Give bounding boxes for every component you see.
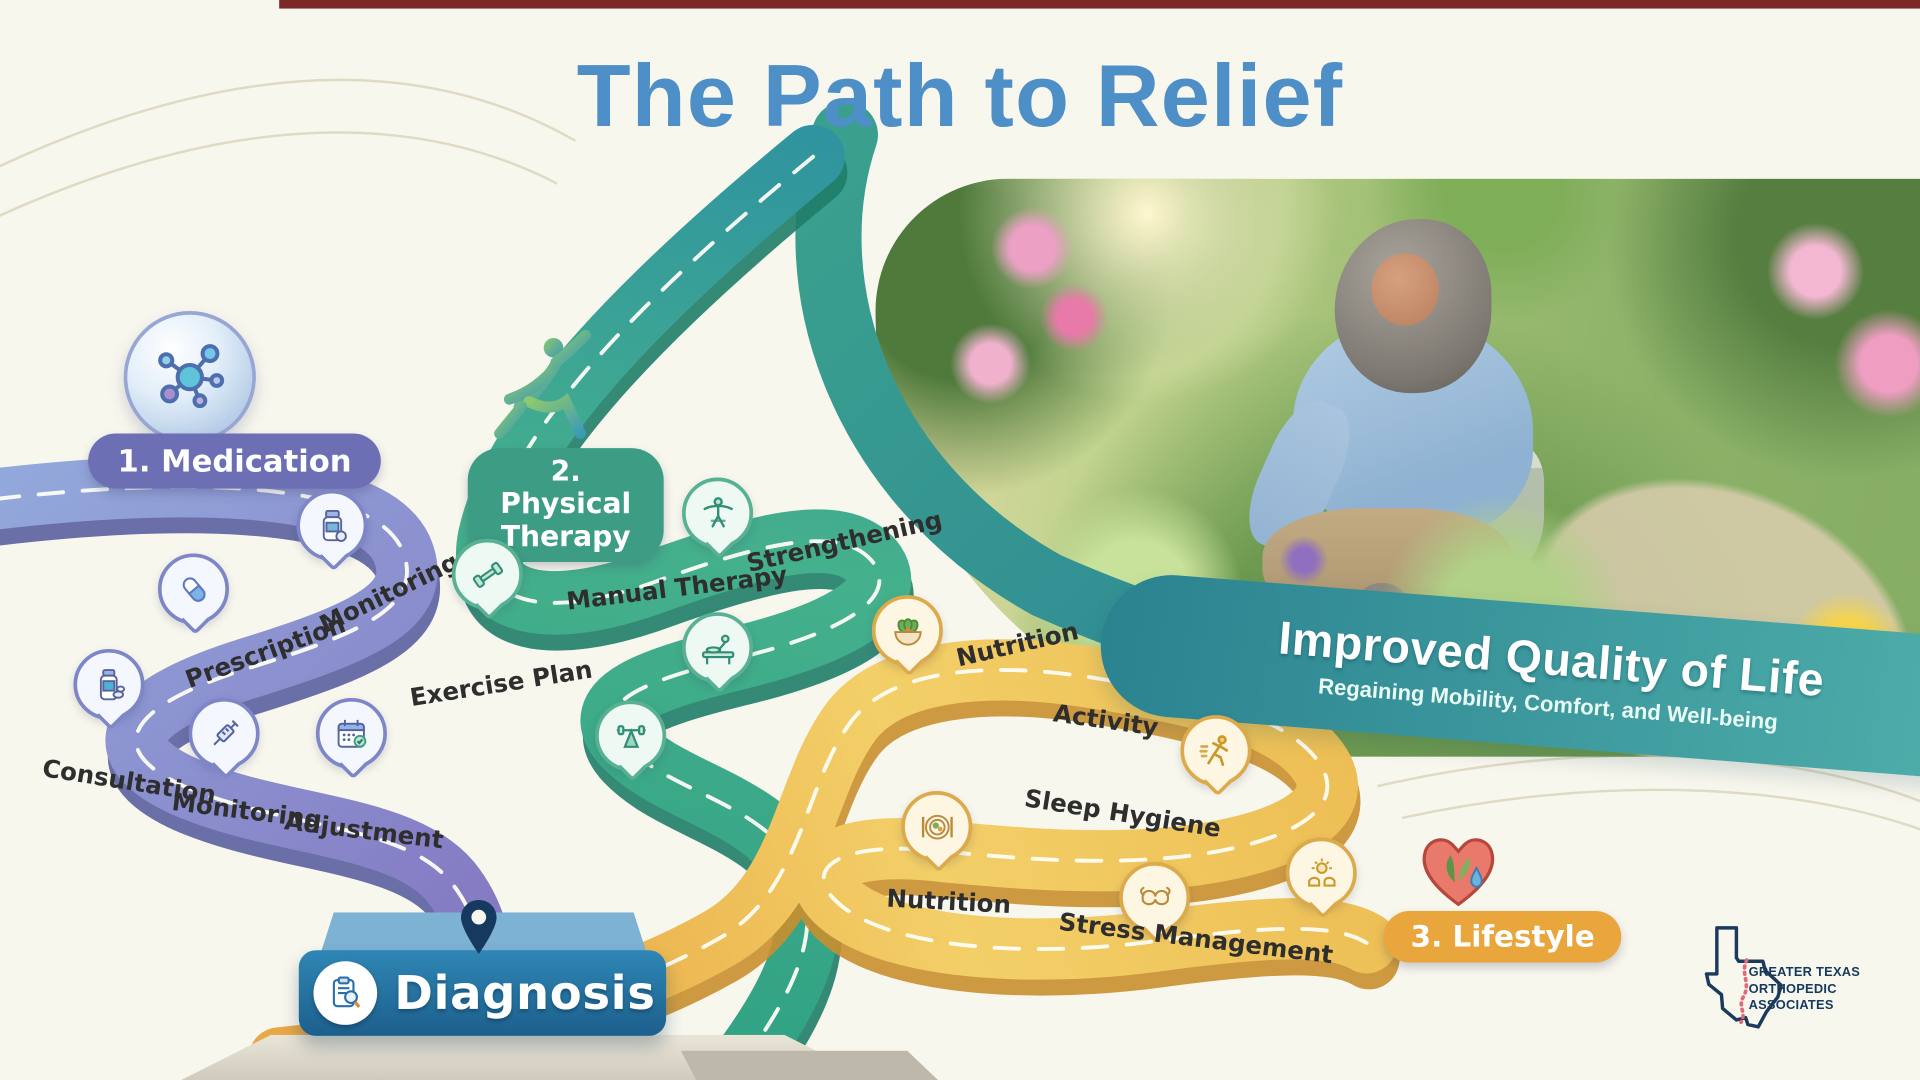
badge-lifestyle: 3. Lifestyle — [1383, 911, 1622, 963]
mindfulness-hands-icon — [1307, 857, 1335, 886]
pill-bottle-icon — [322, 509, 347, 542]
diagnosis-pedestal-shadow — [680, 1050, 938, 1080]
clipboard-search-icon — [332, 976, 361, 1008]
dumbbell-icon — [472, 561, 503, 588]
texas-spine-icon — [1704, 926, 1784, 1029]
salad-bowl-icon — [893, 617, 921, 646]
meal-plate-icon — [921, 814, 953, 839]
milestone-pin-sleep-hygiene — [1119, 862, 1191, 934]
step-label-stress-management: Stress Management — [1057, 906, 1335, 970]
medication-sphere — [123, 311, 256, 444]
weight-bench-icon — [616, 724, 646, 748]
milestone-pin-manual-therapy — [682, 477, 754, 549]
milestone-pin-weight-bench — [595, 700, 667, 772]
logo-line1: GREATER TEXAS — [1748, 964, 1861, 980]
diagnosis-label: Diagnosis — [394, 966, 656, 1021]
diagnosis-icon-circle — [313, 961, 378, 1025]
step-label-adjustment: Adjustment — [282, 805, 446, 855]
massage-table-icon — [701, 634, 734, 664]
company-logo: GREATER TEXAS ORTHOPEDIC ASSOCIATES — [1680, 916, 1913, 1063]
milestone-pin-nutrition-2 — [901, 791, 973, 863]
step-label-sleep-hygiene: Sleep Hygiene — [1022, 783, 1224, 844]
capsule-icon — [182, 576, 205, 602]
milestone-pin-strengthening — [682, 612, 754, 684]
location-pin-icon — [461, 900, 497, 954]
heart-wellness-icon — [1422, 838, 1495, 907]
milestone-pin-activity — [1180, 715, 1252, 787]
calendar-check-icon — [337, 719, 366, 748]
step-label-nutrition-2: Nutrition — [885, 883, 1012, 920]
resistance-band-icon — [702, 496, 733, 527]
running-icon — [1198, 734, 1228, 766]
step-label-exercise-plan: Exercise Plan — [407, 654, 595, 713]
top-edge-strip — [279, 0, 1920, 9]
medicine-bottle-icon — [99, 668, 125, 700]
milestone-pin-consultation — [73, 648, 145, 721]
milestone-pin-stress-management — [1285, 837, 1357, 909]
molecule-icon — [158, 344, 225, 409]
milestone-pin-monitoring-2 — [188, 697, 260, 769]
logo-line2: ORTHOPEDIC ASSOCIATES — [1748, 981, 1837, 1014]
sleep-mask-icon — [1139, 886, 1170, 905]
milestone-pin-prescription — [157, 553, 229, 625]
diagnosis-banner: Diagnosis — [298, 950, 667, 1036]
syringe-icon — [212, 719, 239, 745]
page-title: The Path to Relief — [576, 47, 1344, 146]
badge-medication: 1. Medication — [88, 433, 381, 489]
milestone-pin-nutrition-1 — [871, 595, 943, 667]
milestone-pin-monitoring-1 — [296, 489, 368, 561]
milestone-pin-adjustment — [315, 697, 387, 769]
milestone-pin-exercise-plan — [451, 538, 523, 610]
stretching-figure-icon — [494, 330, 591, 439]
